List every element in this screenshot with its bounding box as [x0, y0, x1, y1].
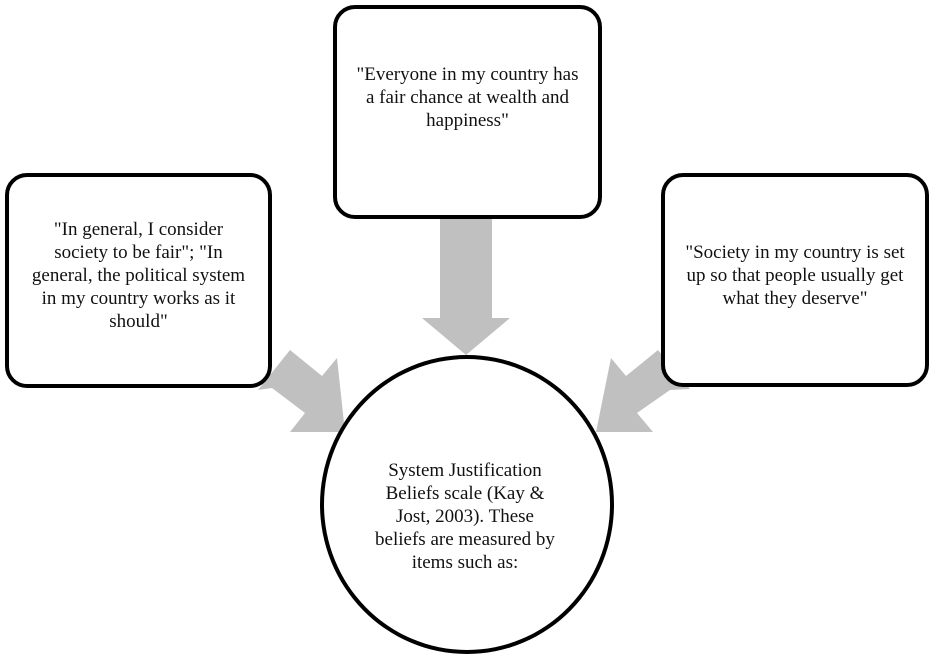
center-circle — [320, 355, 614, 654]
arrow-top-to-center — [422, 219, 510, 355]
item-text-fair-society: "In general, I consider society to be fa… — [31, 219, 246, 332]
item-text-fair-chance: "Everyone in my country has a fair chanc… — [356, 63, 579, 131]
center-circle-text: System Justification Beliefs scale (Kay … — [375, 460, 555, 573]
item-box-deserve: "Society in my country is set up so that… — [661, 173, 929, 387]
item-text-deserve: "Society in my country is set up so that… — [685, 241, 905, 309]
arrow-left-to-center — [258, 350, 345, 432]
item-box-fair-society: "In general, I consider society to be fa… — [5, 173, 272, 388]
item-box-fair-chance: "Everyone in my country has a fair chanc… — [333, 5, 602, 219]
